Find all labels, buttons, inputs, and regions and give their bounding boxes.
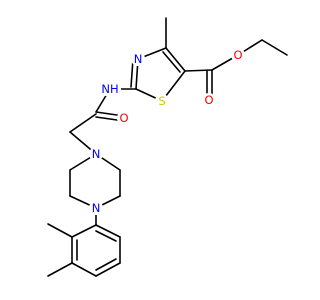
bond (95, 230, 117, 242)
ester-oxygen-double: O (202, 93, 216, 107)
bond (95, 258, 117, 271)
bond (130, 58, 134, 88)
atom-label-o: O (204, 93, 213, 107)
atom-label-n: N (92, 147, 101, 161)
atom-label-o: O (119, 111, 128, 125)
molecule-diagram: O O N S NH O N N (47, 17, 288, 277)
piperazine-nitrogen-1: N (89, 147, 103, 161)
ester-oxygen-single: O (231, 48, 245, 62)
structure-canvas: O O N S NH O N N (47, 17, 288, 277)
bond (95, 224, 121, 238)
bond (162, 51, 181, 73)
thiazole-nitrogen: N (131, 52, 145, 66)
amide-oxygen: O (117, 111, 131, 125)
amide-nh: NH (99, 82, 121, 96)
bond (95, 262, 121, 277)
atom-label-o: O (233, 48, 242, 62)
bond (69, 113, 97, 133)
bond (261, 39, 288, 56)
atom-label-layer: O O N S NH O N N (89, 48, 245, 215)
bond (71, 262, 97, 277)
bond (71, 224, 97, 238)
piperazine-nitrogen-4: N (89, 201, 103, 215)
atom-label-s: S (158, 94, 165, 108)
thiazole-sulfur: S (155, 94, 169, 108)
atom-label-nh: NH (101, 82, 118, 96)
bond (184, 69, 213, 72)
atom-label-n: N (134, 52, 143, 66)
bond (47, 262, 73, 277)
bond (165, 47, 186, 72)
atom-label-n: N (92, 201, 101, 215)
bond (47, 223, 73, 238)
bond-layer (47, 17, 288, 277)
